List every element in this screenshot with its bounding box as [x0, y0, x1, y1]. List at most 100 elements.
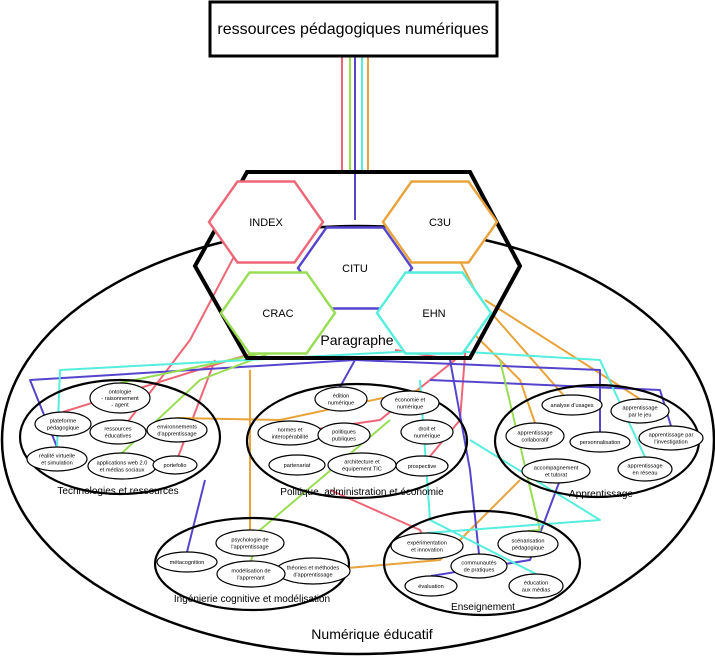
- title-box: [208, 0, 499, 58]
- node-label-medias: éducation: [524, 581, 548, 587]
- node-label-jeu: par le jeu: [628, 412, 651, 418]
- link-line: [339, 359, 356, 388]
- node-reseau: [617, 456, 673, 482]
- group-tech: [18, 378, 222, 496]
- node-evaluation: [404, 575, 458, 597]
- link-line: [433, 349, 646, 458]
- node-communautes: [450, 553, 508, 579]
- node-label-droit: numérique: [414, 433, 440, 439]
- node-metacognition: [156, 551, 218, 573]
- node-politiques: [317, 422, 371, 448]
- node-accompagnement: [521, 458, 591, 484]
- node-label-web20: et médias sociaux: [100, 467, 145, 473]
- node-plateforme: [34, 411, 92, 437]
- node-label-psychologie: l'apprentissage: [231, 544, 268, 550]
- node-label-normes: interopérabilité: [272, 434, 309, 440]
- hex-label-ehn: EHN: [422, 308, 445, 320]
- node-ontologie: [89, 382, 151, 414]
- node-realite: [26, 446, 88, 472]
- node-label-plateforme: plateforme: [50, 419, 76, 425]
- node-label-collaboratif: apprentissage: [517, 431, 552, 437]
- hub-label: Paragraphe: [320, 332, 393, 348]
- group-label-apprentissage: Apprentissage: [569, 489, 633, 500]
- node-modelisation: [216, 560, 286, 588]
- link-line: [176, 389, 421, 421]
- node-jeu: [610, 398, 670, 424]
- node-economie: [380, 390, 440, 416]
- node-psychologie: [215, 529, 285, 557]
- node-label-modelisation: l'apprenant: [237, 575, 265, 581]
- node-label-reseau: apprentissage: [627, 464, 662, 470]
- node-label-medias: aux médias: [522, 587, 551, 593]
- node-investigation: [638, 425, 704, 451]
- node-ressources: [89, 419, 147, 445]
- link-line: [354, 359, 601, 432]
- node-prospective: [395, 455, 449, 477]
- node-label-portefolio: portefolio: [163, 463, 186, 469]
- node-label-environnements: d'apprentissage: [157, 431, 196, 437]
- node-label-evaluation: évaluation: [418, 584, 444, 590]
- node-label-politiques: politiques: [332, 430, 356, 436]
- node-label-psychologie: psychologie de: [231, 538, 268, 544]
- node-label-architecture: équipement TIC: [342, 466, 382, 472]
- node-label-environnements: environnements: [157, 425, 197, 431]
- node-usages: [541, 394, 603, 416]
- group-layer: Technologies et ressourcesplateformepéda…: [18, 378, 704, 617]
- node-label-edition: numérique: [328, 400, 354, 406]
- node-label-web20: applications web 2.0: [97, 461, 148, 467]
- group-label-politique: Politique, administration et économie: [280, 487, 444, 498]
- outer-label: Numérique éducatif: [311, 626, 433, 642]
- node-label-investigation: l'investigation: [654, 439, 687, 445]
- group-label-ingenierie: Ingénierie cognitive et modélisation: [174, 594, 330, 605]
- group-label-tech: Technologies et ressources: [57, 486, 178, 497]
- title-text: ressources pédagogiques numériques: [217, 21, 488, 38]
- node-label-communautes: de pratiques: [464, 567, 495, 573]
- node-partenariat: [268, 454, 326, 476]
- node-label-theories: théories et méthodes: [287, 566, 339, 572]
- node-label-realite: et simulation: [41, 460, 72, 466]
- node-edition: [314, 386, 368, 412]
- hex-c3u: [381, 180, 499, 264]
- node-droit: [400, 419, 454, 445]
- node-label-accompagnement: et tutorat: [545, 472, 568, 478]
- link-line: [186, 479, 206, 553]
- node-label-investigation: apprentissage par: [649, 433, 694, 439]
- node-label-partenariat: partenariat: [284, 463, 311, 469]
- node-label-realite: réalité virtuelle: [39, 454, 75, 460]
- node-label-accompagnement: accompagnement: [534, 466, 579, 472]
- node-label-modelisation: modélisation de: [231, 569, 270, 575]
- node-label-experimentation: et innovation: [411, 547, 443, 553]
- link-line: [484, 299, 641, 400]
- node-label-ressources: ressources: [104, 427, 132, 433]
- node-label-communautes: communautés: [461, 561, 496, 567]
- node-label-reseau: en réseau: [633, 470, 658, 476]
- hex-label-crac: CRAC: [262, 308, 293, 320]
- node-label-prospective: prospective: [408, 464, 437, 470]
- node-label-theories: d'apprentissage: [293, 572, 332, 578]
- node-label-economie: numérique: [397, 404, 423, 410]
- link-line: [469, 329, 536, 424]
- node-label-personnalisation: personnalisation: [580, 440, 621, 446]
- node-personnalisation: [569, 431, 631, 453]
- node-label-scenarisation: pédagogique: [512, 545, 544, 551]
- node-label-economie: économie et: [395, 398, 426, 404]
- link-line: [119, 349, 279, 384]
- group-politique: [245, 382, 469, 500]
- node-label-experimentation: expérimentation: [407, 541, 447, 547]
- node-label-ontologie: ontologie: [109, 389, 132, 395]
- link-line: [312, 479, 521, 572]
- node-label-metacognition: métacognition: [170, 560, 205, 566]
- node-collaboratif: [505, 422, 565, 450]
- hex-label-index: INDEX: [249, 217, 283, 229]
- node-label-usages: analyse d'usages: [550, 403, 593, 409]
- link-line: [426, 439, 601, 534]
- node-label-ressources: éducatives: [105, 433, 132, 439]
- node-label-scenarisation: scénarisation: [512, 539, 545, 545]
- hex-crac: [219, 271, 337, 355]
- group-label-enseignement: Enseignement: [451, 602, 515, 613]
- node-medias: [508, 573, 564, 599]
- hex-index: [207, 180, 325, 264]
- node-label-plateforme: pédagogique: [47, 425, 79, 431]
